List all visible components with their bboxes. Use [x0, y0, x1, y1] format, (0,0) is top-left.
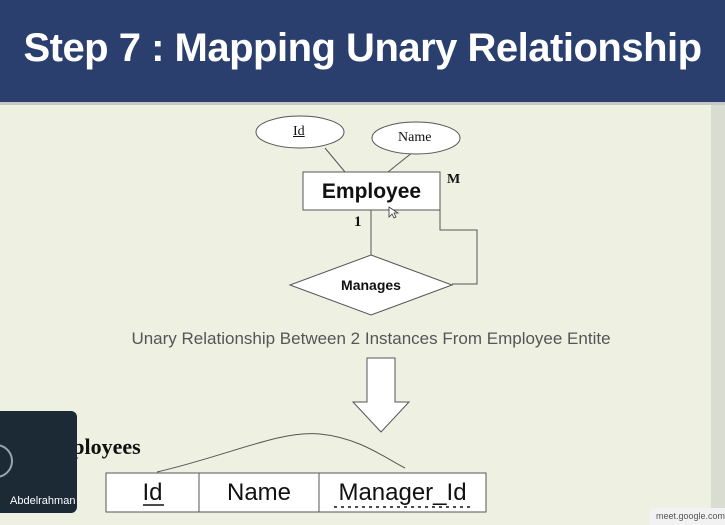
name-attribute-label: Name [398, 130, 432, 145]
column-name: Name [226, 479, 292, 506]
slide-caption: Unary Relationship Between 2 Instances F… [131, 329, 611, 348]
id-attribute-ellipse [255, 115, 345, 149]
id-attribute-label: Id [293, 124, 305, 139]
cardinality-many: M [447, 172, 461, 187]
manages-relationship-label: Manages [341, 277, 401, 293]
down-arrow-icon [351, 357, 411, 433]
cardinality-one: 1 [354, 214, 362, 230]
screen-share-notice[interactable]: meet.google.com [650, 508, 725, 525]
foreign-key-curve [156, 433, 406, 473]
many-side-connector [439, 210, 478, 285]
name-attribute-ellipse [371, 121, 461, 155]
slide-title: Step 7 : Mapping Unary Relationship [23, 26, 702, 70]
column-manager-id: Manager_Id [338, 479, 467, 506]
participant-avatar-icon [0, 444, 13, 478]
slide-header: Step 7 : Mapping Unary Relationship [0, 0, 725, 105]
employees-table-box [105, 472, 487, 513]
employee-entity-label: Employee [321, 180, 422, 203]
column-id: Id [142, 479, 163, 506]
window-edge [711, 105, 725, 525]
cursor-icon [388, 206, 400, 219]
participant-name: Abdelrahman [10, 495, 76, 507]
participant-video-tile[interactable] [0, 411, 77, 513]
name-connector [387, 151, 414, 173]
manages-relationship-diamond [288, 254, 454, 316]
id-connector [324, 147, 346, 173]
